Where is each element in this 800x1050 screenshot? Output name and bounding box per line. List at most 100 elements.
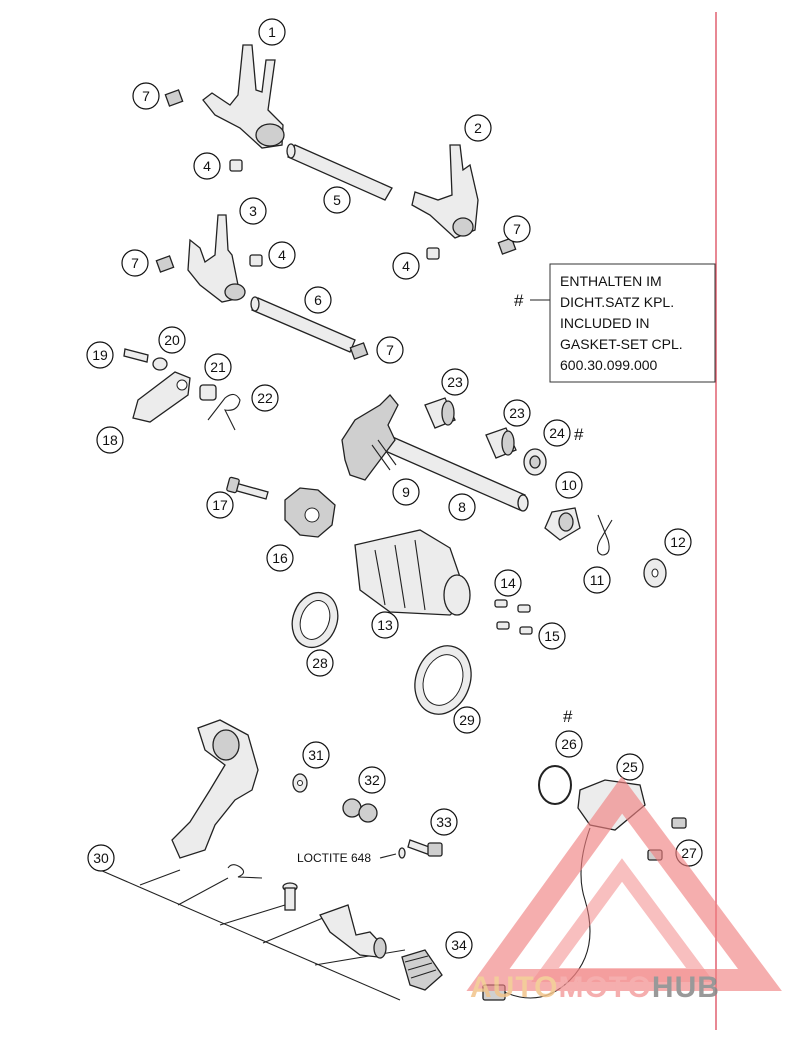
callout-26: 26 — [555, 730, 583, 758]
callout-31: 31 — [302, 741, 330, 769]
hash-mark-26: # — [563, 707, 573, 726]
callout-19: 19 — [86, 341, 114, 369]
shaft-seal-24 — [523, 448, 547, 476]
svg-text:13: 13 — [377, 617, 393, 633]
callout-21: 21 — [204, 353, 232, 381]
svg-text:28: 28 — [312, 655, 328, 671]
gasket-set-note: # ENTHALTEN IM DICHT.SATZ KPL. INCLUDED … — [514, 263, 716, 383]
watermark-logo: AUTOMOTOHUB — [466, 776, 782, 1004]
callout-7a: 7 — [132, 82, 160, 110]
svg-text:8: 8 — [458, 499, 466, 515]
callout-10: 10 — [555, 471, 583, 499]
callout-23b: 23 — [503, 399, 531, 427]
shift-drum-13 — [354, 529, 471, 616]
locking-spring-7c — [155, 255, 175, 273]
locking-spring-7b — [497, 237, 517, 255]
callout-14: 14 — [494, 569, 522, 597]
loctite-label: LOCTITE 648 — [297, 851, 371, 865]
svg-text:7: 7 — [131, 255, 139, 271]
bushing-21 — [199, 384, 217, 401]
callout-7b: 7 — [503, 215, 531, 243]
svg-text:4: 4 — [278, 247, 286, 263]
svg-text:29: 29 — [459, 712, 475, 728]
callout-30: 30 — [87, 844, 115, 872]
svg-text:7: 7 — [142, 88, 150, 104]
callout-18: 18 — [96, 426, 124, 454]
svg-text:9: 9 — [402, 484, 410, 500]
svg-text:4: 4 — [203, 158, 211, 174]
callout-7d: 7 — [376, 336, 404, 364]
svg-text:16: 16 — [272, 550, 288, 566]
callout-11: 11 — [583, 566, 611, 594]
svg-text:22: 22 — [257, 390, 273, 406]
callout-5: 5 — [323, 186, 351, 214]
roller-4c — [426, 247, 440, 260]
spring-clip — [227, 864, 263, 879]
callout-2: 2 — [464, 114, 492, 142]
svg-text:34: 34 — [451, 937, 467, 953]
svg-text:14: 14 — [500, 575, 516, 591]
shift-star-16 — [284, 487, 336, 538]
svg-text:24: 24 — [549, 425, 565, 441]
callout-13: 13 — [371, 611, 399, 639]
callout-4b: 4 — [268, 241, 296, 269]
pin-14 — [494, 599, 510, 630]
screw-33 — [398, 839, 443, 859]
note-line-2: DICHT.SATZ KPL. — [560, 294, 674, 310]
shift-lever-plate-9 — [341, 394, 399, 481]
screw-27a — [671, 817, 687, 829]
svg-text:25: 25 — [622, 759, 638, 775]
shift-fork-2 — [411, 144, 479, 239]
pin-15 — [517, 604, 533, 635]
seal-ring-26 — [538, 765, 572, 805]
svg-text:3: 3 — [249, 203, 257, 219]
svg-text:11: 11 — [590, 572, 605, 588]
callout-25: 25 — [616, 753, 644, 781]
shift-fork-3 — [187, 214, 246, 303]
svg-text:10: 10 — [561, 477, 577, 493]
collar-10 — [544, 507, 581, 541]
washer-20 — [152, 357, 168, 371]
needle-bearing-23a — [424, 397, 456, 429]
svg-text:21: 21 — [210, 359, 226, 375]
callout-8: 8 — [448, 493, 476, 521]
washer-12 — [643, 558, 667, 588]
dust-cap-32 — [342, 798, 378, 823]
note-line-3: INCLUDED IN — [560, 315, 649, 331]
callout-12: 12 — [664, 528, 692, 556]
callout-28: 28 — [306, 649, 334, 677]
watermark-text: AUTOMOTOHUB — [470, 971, 720, 1004]
svg-text:7: 7 — [513, 221, 521, 237]
callout-29: 29 — [453, 706, 481, 734]
thrust-washer-29 — [414, 645, 472, 715]
shift-fork-1 — [202, 44, 285, 149]
shift-rod-5 — [286, 143, 393, 201]
thrust-washer-28 — [291, 591, 339, 649]
callout-1: 1 — [258, 18, 286, 46]
svg-text:32: 32 — [364, 772, 380, 788]
locking-lever-18 — [132, 371, 191, 423]
svg-text:5: 5 — [333, 192, 341, 208]
callout-16: 16 — [266, 544, 294, 572]
callout-15: 15 — [538, 622, 566, 650]
svg-text:26: 26 — [561, 736, 577, 752]
svg-text:20: 20 — [164, 332, 180, 348]
screw-19 — [123, 348, 149, 363]
callout-23a: 23 — [441, 368, 469, 396]
locking-spring-7a — [164, 89, 184, 107]
svg-text:23: 23 — [447, 374, 463, 390]
callout-7c: 7 — [121, 249, 149, 277]
svg-text:2: 2 — [474, 120, 482, 136]
callout-9: 9 — [392, 478, 420, 506]
note-line-4: GASKET-SET CPL. — [560, 336, 683, 352]
callout-24: 24 — [543, 419, 571, 447]
svg-text:17: 17 — [212, 497, 228, 513]
svg-text:15: 15 — [544, 628, 560, 644]
shift-lever-tip — [319, 904, 387, 959]
svg-text:19: 19 — [92, 347, 108, 363]
svg-text:30: 30 — [93, 850, 109, 866]
callout-34: 34 — [445, 931, 473, 959]
note-hash-marker: # — [514, 291, 524, 310]
spring-22 — [207, 393, 241, 431]
